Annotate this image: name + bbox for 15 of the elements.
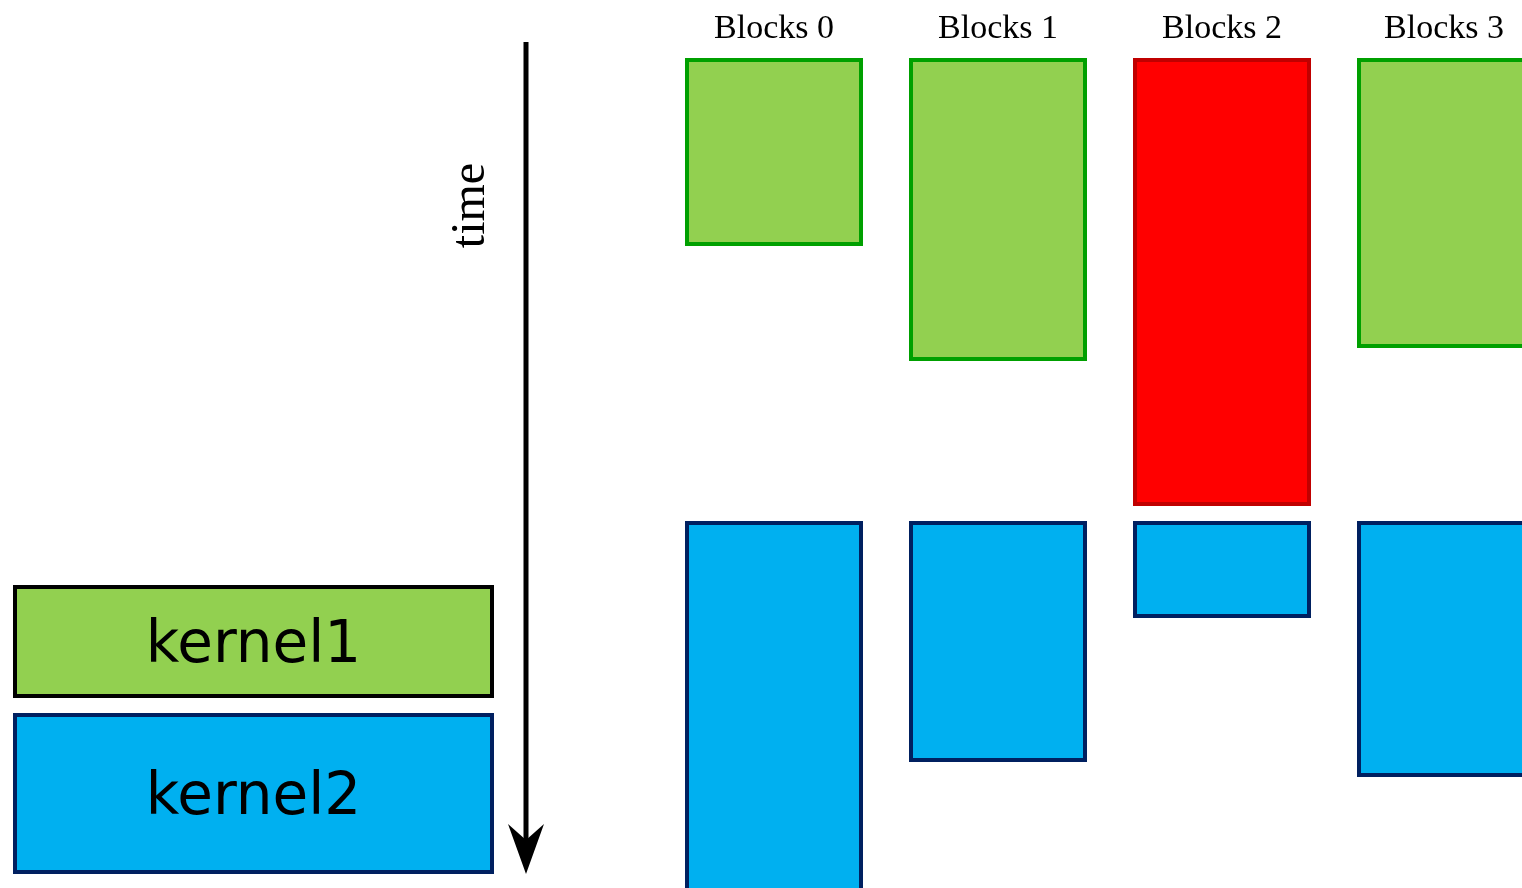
timeline-bar	[909, 521, 1087, 762]
timeline-bar	[1357, 521, 1522, 777]
column-header: Blocks 0	[714, 8, 834, 46]
timeline-bar	[685, 58, 863, 246]
timeline-bar	[685, 521, 863, 888]
axis-label: time	[440, 162, 496, 249]
timeline-bar	[1133, 521, 1311, 618]
column-header: Blocks 1	[938, 8, 1058, 46]
legend-label: kernel2	[145, 759, 362, 828]
timeline-bar	[909, 58, 1087, 361]
legend-label: kernel1	[145, 607, 362, 676]
column-header: Blocks 2	[1162, 8, 1282, 46]
timeline-bar	[1133, 58, 1311, 506]
timeline-bar	[1357, 58, 1522, 348]
column-header: Blocks 3	[1384, 8, 1504, 46]
